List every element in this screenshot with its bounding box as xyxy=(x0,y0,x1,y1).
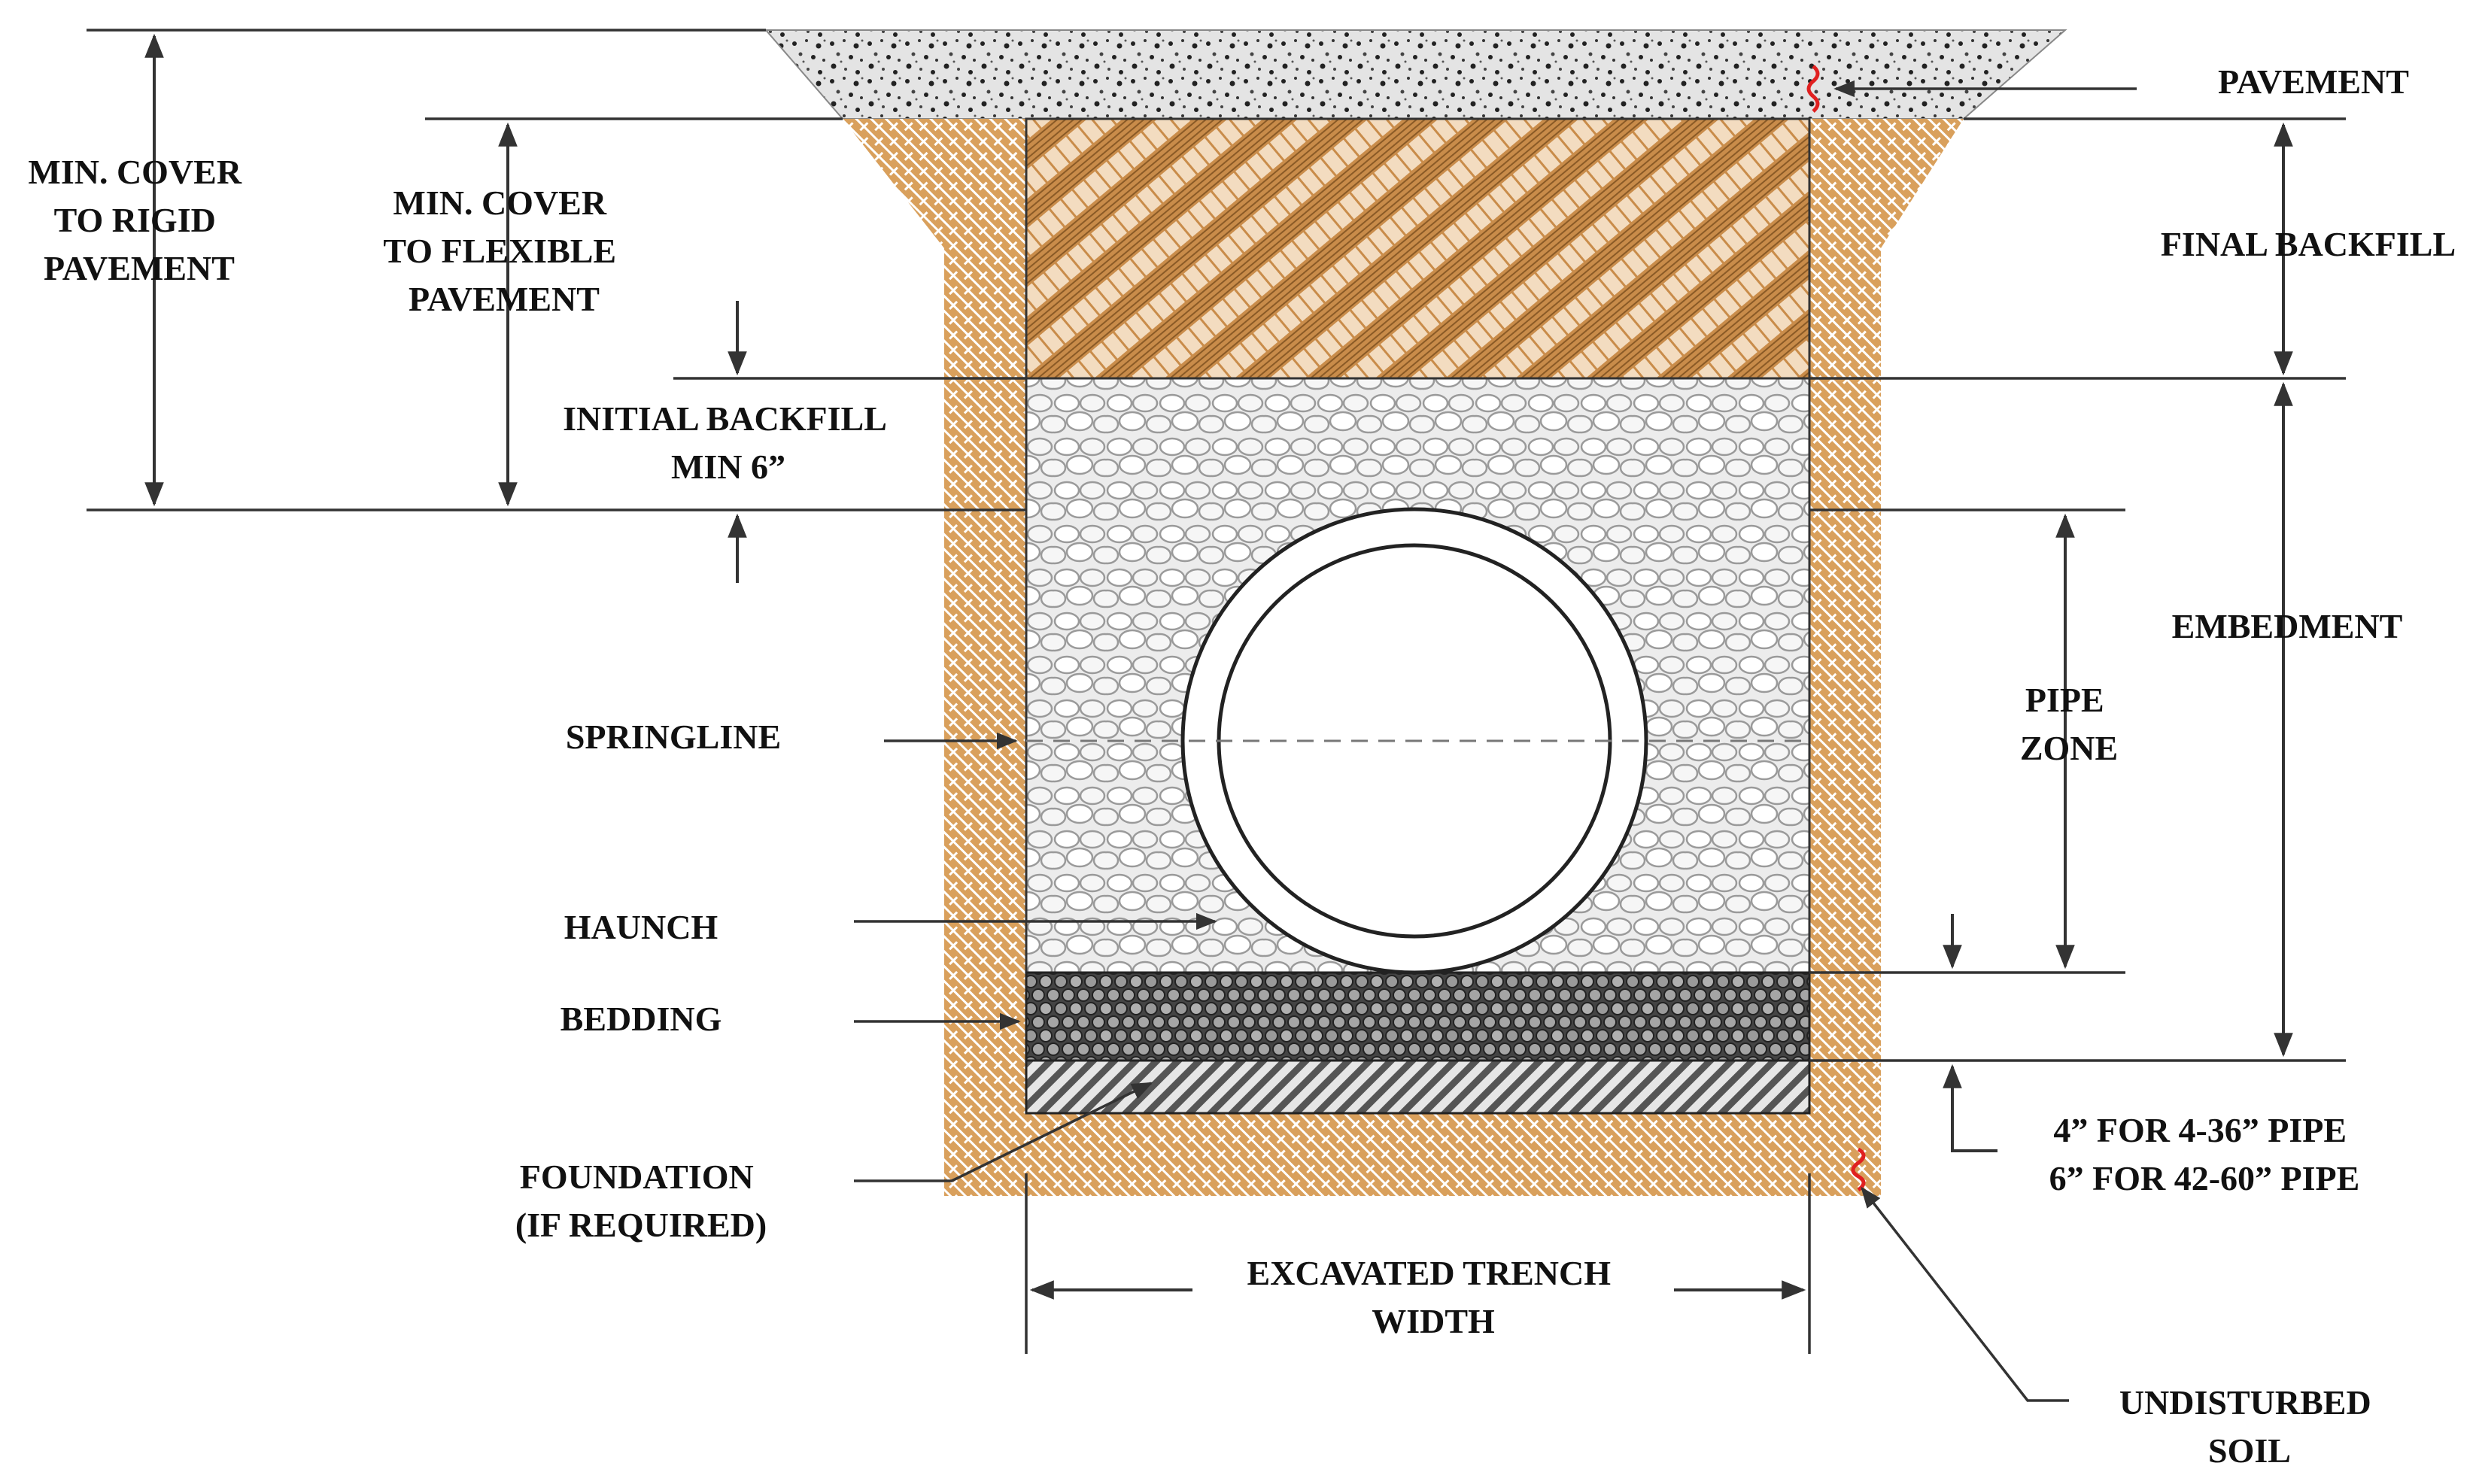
embedment-label: EMBEDMENT xyxy=(2172,607,2403,645)
native-soil xyxy=(843,119,1964,1196)
min-cover-flexible-label: MIN. COVER TO FLEXIBLE PAVEMENT xyxy=(383,184,624,318)
haunch-label: HAUNCH xyxy=(564,908,718,946)
soil-break-mark xyxy=(1851,1147,1866,1192)
final-backfill-layer xyxy=(1025,117,1811,380)
initial-backfill-label: INITIAL BACKFILL MIN 6” xyxy=(563,399,894,486)
undisturbed-soil-label: UNDISTURBED SOIL xyxy=(2119,1383,2380,1470)
foundation-layer xyxy=(1025,1059,1811,1115)
bedding-label: BEDDING xyxy=(561,1000,722,1038)
bedding-layer xyxy=(1025,971,1811,1062)
min-cover-rigid-label: MIN. COVER TO RIGID PAVEMENT xyxy=(28,153,250,287)
final-backfill-label: FINAL BACKFILL xyxy=(2161,225,2456,263)
foundation-label: FOUNDATION (IF REQUIRED) xyxy=(515,1158,767,1244)
pipe-zone-label: PIPE ZONE xyxy=(2020,681,2118,767)
bedding-depth-arrow-bottom xyxy=(1943,1064,1997,1152)
pavement-label: PAVEMENT xyxy=(2218,62,2409,101)
pavement-break-mark xyxy=(1806,65,1820,113)
springline-label: SPRINGLINE xyxy=(566,718,781,756)
bedding-depth-label: 4” FOR 4-36” PIPE 6” FOR 42-60” PIPE xyxy=(2049,1111,2360,1197)
foundation-leader xyxy=(854,1082,1153,1182)
undisturbed-soil-leader xyxy=(1861,1186,2069,1402)
trench-width-label: EXCAVATED TRENCH WIDTH xyxy=(1247,1254,1619,1340)
pavement-layer xyxy=(764,29,2067,120)
